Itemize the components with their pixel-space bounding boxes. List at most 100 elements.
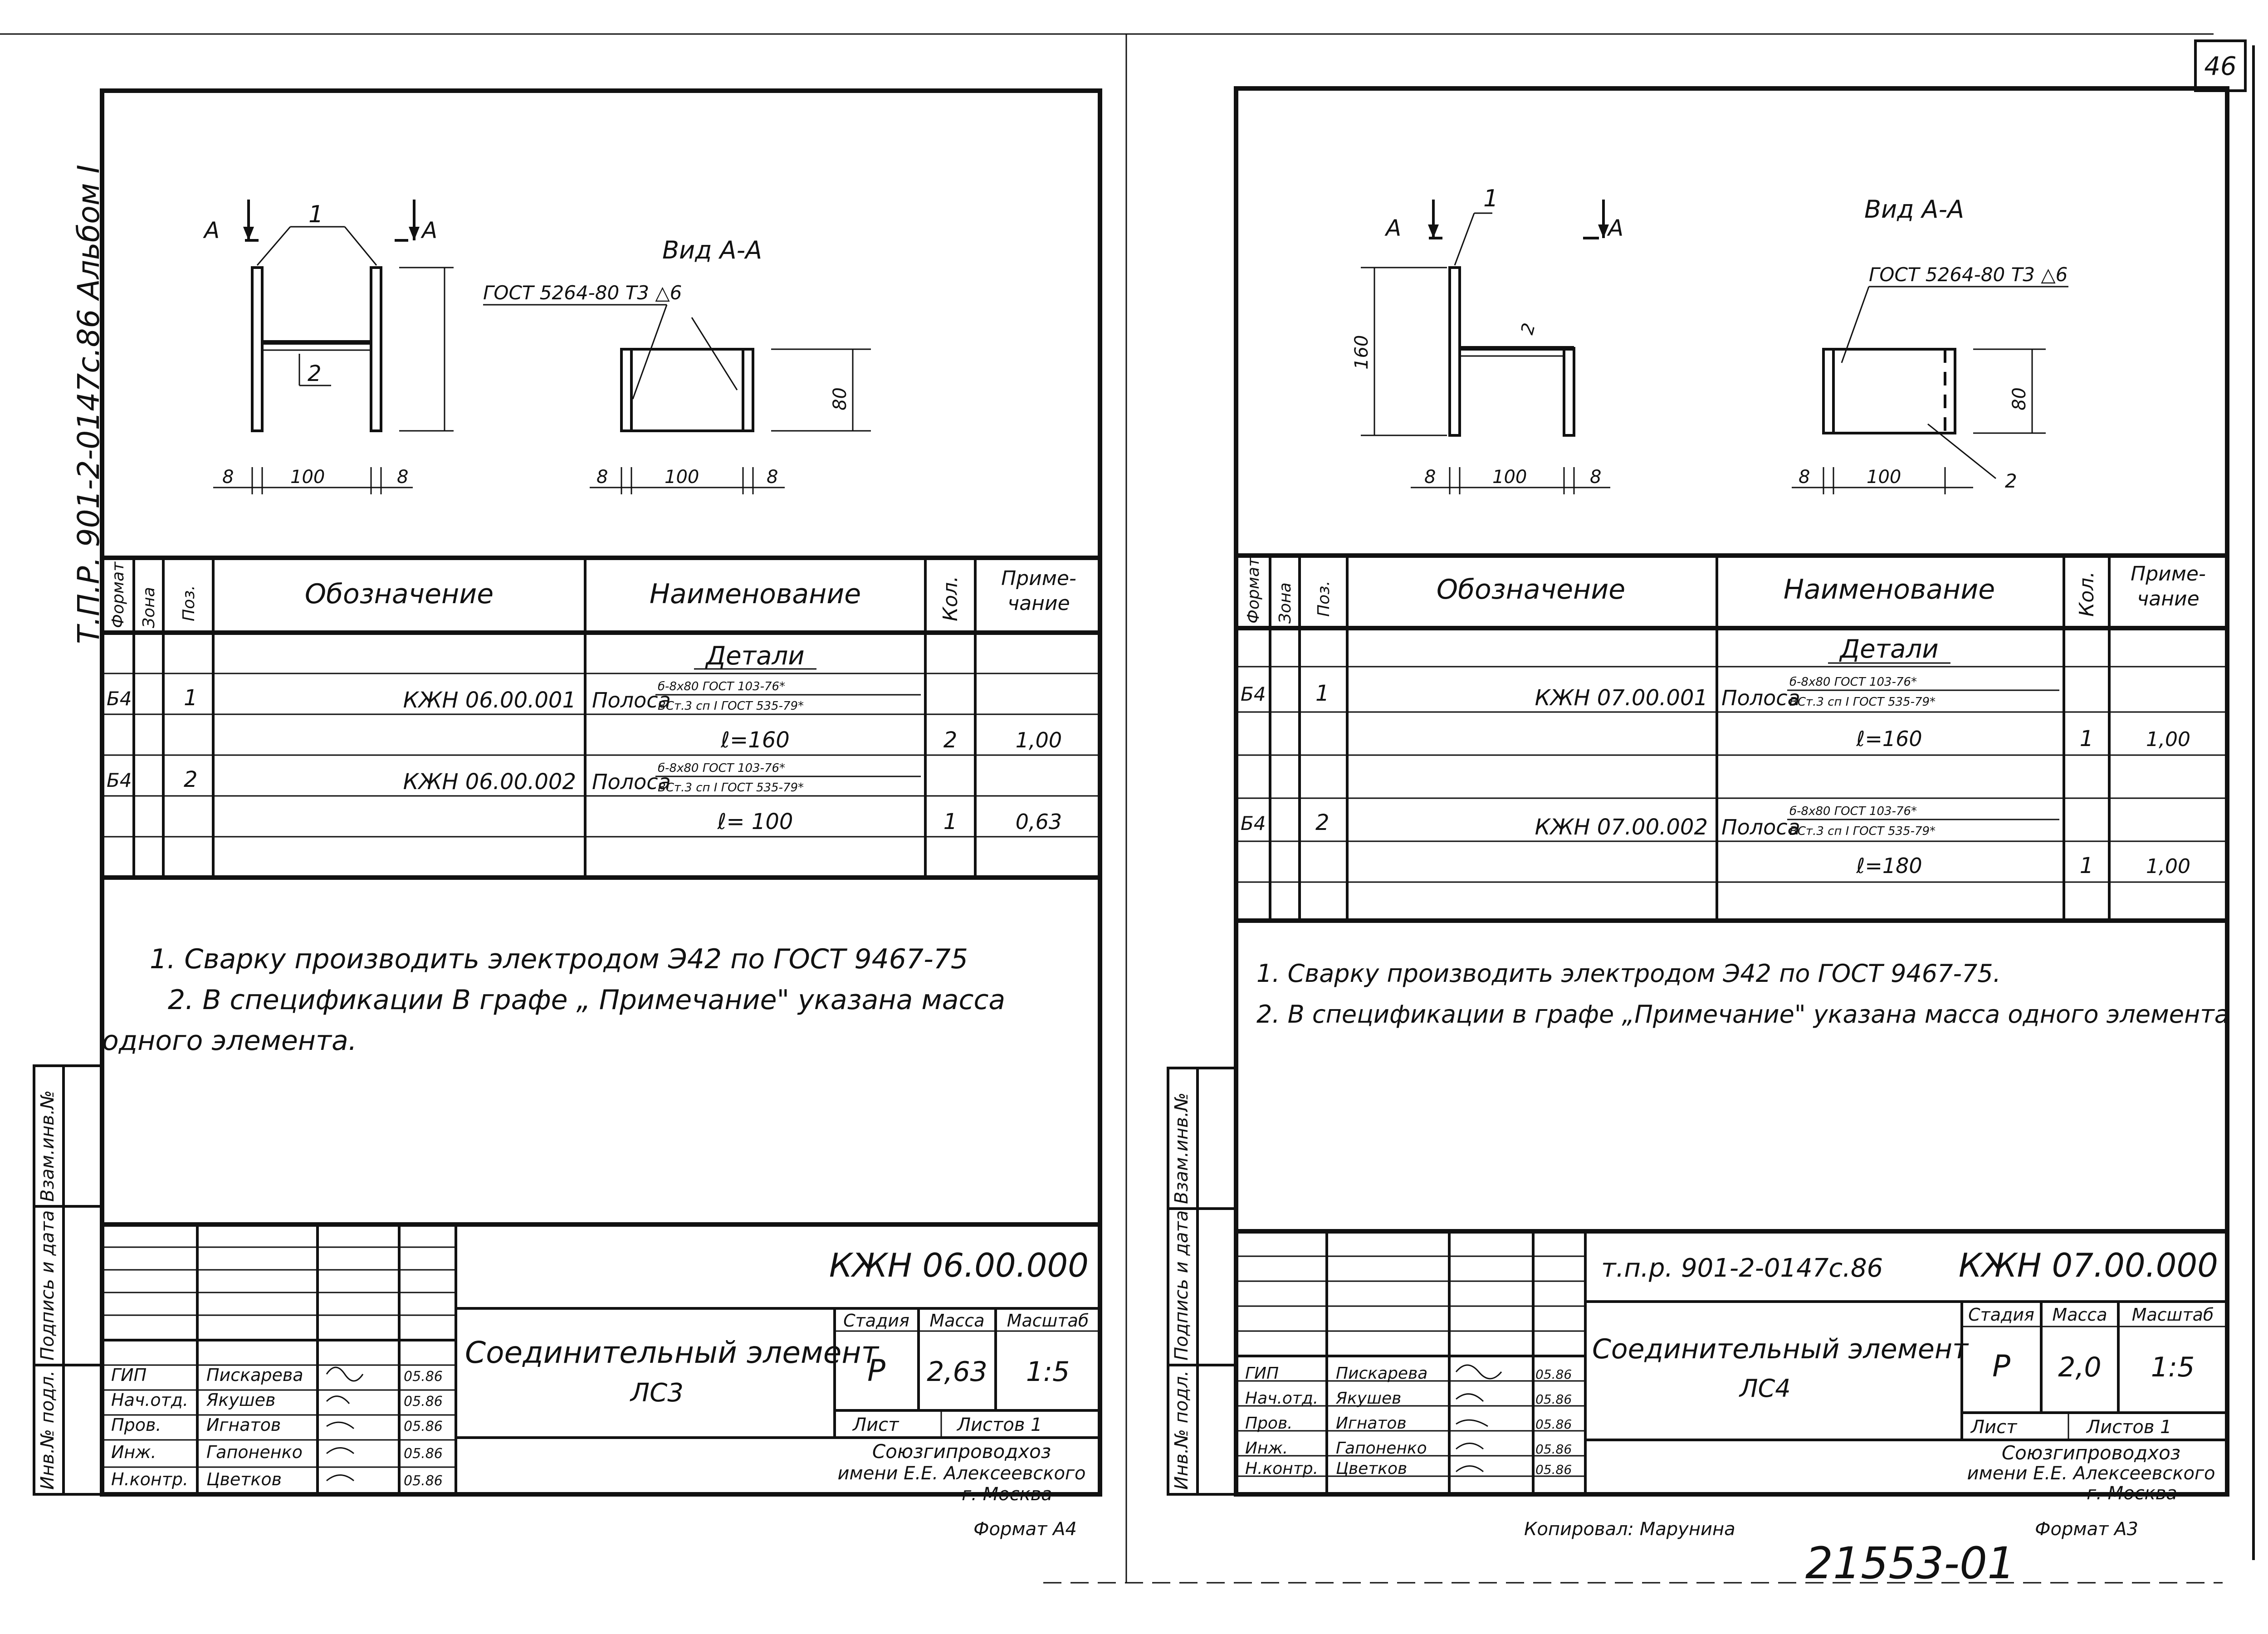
- sheet-2-view-title: Вид А-А: [1864, 195, 1964, 224]
- sheet-2-vzam-inv: Взам.инв.№: [1171, 1093, 1192, 1204]
- sheet-1-view-aa: Вид А-А ГОСТ 5264-80 Т3 △6 80 8 100 8: [483, 236, 871, 494]
- sheet-1-notes: 1. Сварку производить электродом Э42 по …: [102, 943, 1005, 1057]
- sheet-2-note-1: 1. Сварку производить электродом Э42 по …: [1256, 959, 2001, 988]
- sheet-2-lbl-listov: Листов 1: [2086, 1417, 2172, 1438]
- sheet-2-lbl-stadia: Стадия: [1968, 1305, 2034, 1325]
- sheet-2-lbl-list: Лист: [1970, 1417, 2018, 1438]
- sheet-2-dim-8b: 8: [1590, 467, 1601, 488]
- sheet-2-format: Формат А3: [2035, 1519, 2138, 1540]
- sheet-1-hdr-kol: Кол.: [939, 576, 962, 621]
- sheet-1-dim-80: 80: [830, 387, 850, 410]
- sheet-1-stamp-title-2: ЛС3: [630, 1378, 684, 1408]
- sheet-1-row2-frac-top: б-8x80 ГОСТ 103-76*: [658, 761, 785, 775]
- sheet-2-date-0: 05.86: [1535, 1367, 1572, 1382]
- sheet-2-row1-kol: 1: [2080, 726, 2094, 751]
- sheet-2-stamp-tpr: т.п.р. 901-2-0147с.86: [1601, 1254, 1883, 1283]
- sheet-1-role-2: Пров.: [111, 1415, 161, 1435]
- sheet-1-pos1-label: 1: [308, 201, 323, 228]
- sheet-2-row1-oboz: КЖН 07.00.001: [1535, 685, 1708, 711]
- sheet-2-dim-8a: 8: [1424, 467, 1436, 488]
- sheet-2: Взам.инв.№ Подпись и дата Инв.№ подл. 1 …: [1167, 86, 2229, 1589]
- sheet-1-date-4: 05.86: [404, 1473, 443, 1489]
- sheet-2-section-left: А: [1384, 215, 1401, 241]
- sheet-1-section-right: А: [420, 217, 437, 244]
- sheet-2-hdr-naimenovanie: Наименование: [1784, 574, 1995, 605]
- table-row: Б4 1 КЖН 06.00.001 Полоса б-8x80 ГОСТ 10…: [107, 680, 1062, 753]
- sheet-1-row1-prim: 1,00: [1016, 728, 1062, 752]
- sheet-2-view-aa: Вид А-А ГОСТ 5264-80 Т3 △6 2 80 8 100: [1792, 195, 2068, 494]
- sheet-2-org-2: имени Е.Е. Алексеевского: [1967, 1463, 2215, 1484]
- sheet-2-name-4: Цветков: [1336, 1459, 1407, 1478]
- sheet-1-masshtab: 1:5: [1026, 1356, 1070, 1388]
- table-row: Б4 1 КЖН 07.00.001 Полоса б-8x80 ГОСТ 10…: [1241, 675, 2190, 751]
- sheet-1-row1-oboz: КЖН 06.00.001: [403, 688, 576, 713]
- sheet-2-name-1: Якушев: [1335, 1389, 1401, 1408]
- sheet-1-spec-table: Формат Зона Поз. Обозначение Наименовани…: [102, 556, 1100, 880]
- sheet-2-row1-frac-bot: ВСт.3 сп I ГОСТ 535-79*: [1789, 695, 1936, 709]
- sheet-1-hdr-zona: Зона: [140, 587, 158, 628]
- sheet-1-note-3: одного элемента.: [102, 1025, 357, 1057]
- sheet-1-signatures: [326, 1366, 364, 1482]
- sheet-1-name-4: Цветков: [206, 1469, 282, 1489]
- sheet-1-row2-prim: 0,63: [1016, 810, 1062, 834]
- sheet-1-row2-format: Б4: [107, 769, 132, 791]
- sheet-1-name-1: Якушев: [206, 1390, 275, 1410]
- sheet-2-row1-format: Б4: [1241, 683, 1266, 705]
- sheet-1-org-2: имени Е.Е. Алексеевского: [838, 1463, 1086, 1484]
- sheet-1-format: Формат А4: [973, 1519, 1077, 1540]
- sheet-1-vzam-inv: Взам.инв.№: [37, 1090, 58, 1202]
- sheet-2-role-3: Инж.: [1245, 1439, 1288, 1458]
- sheet-2-dim-100: 100: [1492, 467, 1527, 488]
- sheet-1-row1-naim: Полоса: [592, 688, 671, 712]
- sheet-2-org-1: Союзгипроводхоз: [2002, 1442, 2180, 1464]
- sheet-2-row1-length: ℓ=160: [1856, 727, 1922, 751]
- table-row: Б4 2 КЖН 06.00.002 Полоса б-8x80 ГОСТ 10…: [107, 761, 1062, 834]
- sheet-2-role-1: Нач.отд.: [1245, 1389, 1318, 1408]
- sheet-1-weld-note: ГОСТ 5264-80 Т3 △6: [483, 282, 682, 304]
- sheet-1-row2-kol: 1: [943, 809, 958, 834]
- sheet-2-dim-100b: 100: [1867, 467, 1901, 488]
- sheet-1-dim-100b: 100: [665, 467, 699, 488]
- sheet-1-row1-format: Б4: [107, 688, 132, 710]
- sheet-2-stamp-title-1: Соединительный элемент: [1592, 1333, 1969, 1365]
- sheet-1-view-title: Вид А-А: [662, 236, 762, 264]
- sheet-1-note-1: 1. Сварку производить электродом Э42 по …: [150, 943, 968, 975]
- sheet-2-spec-table: Формат Зона Поз. Обозначение Наименовани…: [1236, 553, 2227, 923]
- sheet-1-row2-poz: 2: [184, 767, 198, 792]
- sheet-1-note-2: 2. В спецификации В графе „ Примечание" …: [168, 984, 1005, 1016]
- sheet-1-dim-100: 100: [290, 467, 325, 488]
- sheet-1-massa: 2,63: [927, 1356, 987, 1388]
- sheet-1-row1-frac-top: б-8x80 ГОСТ 103-76*: [658, 680, 785, 693]
- sheet-2-pos2-label: 2: [1517, 321, 1539, 337]
- sheet-1-role-3: Инж.: [111, 1442, 156, 1462]
- sheet-1-date-0: 05.86: [404, 1369, 443, 1385]
- sheet-2-row2-frac-bot: ВСт.3 сп I ГОСТ 535-79*: [1789, 824, 1936, 838]
- sheet-2-note-2: 2. В спецификации в графе „Примечание" у…: [1256, 1000, 2229, 1029]
- sheet-2-dim-8c: 8: [1799, 467, 1810, 488]
- sheet-2-row2-naim: Полоса: [1721, 815, 1800, 839]
- copied-by: Копировал: Марунина: [1524, 1519, 1735, 1540]
- sheet-2-spec-section: Детали: [1838, 634, 1938, 664]
- sheet-2-row2-prim: 1,00: [2146, 855, 2190, 878]
- sheet-2-date-4: 05.86: [1535, 1462, 1572, 1477]
- page-number: 46: [2204, 52, 2236, 81]
- sheet-2-name-2: Игнатов: [1336, 1414, 1407, 1433]
- sheet-1-dim-8b: 8: [397, 467, 408, 488]
- sheet-2-frame: [1234, 86, 2229, 1497]
- sheet-1-side-strip: [33, 1064, 103, 1496]
- sheet-2-title-block: т.п.р. 901-2-0147с.86 КЖН 07.00.000 Соед…: [1236, 1229, 2227, 1540]
- sheet-2-hdr-format: Формат: [1244, 557, 1263, 624]
- sheet-1-pos2-label: 2: [308, 361, 322, 386]
- sheet-2-name-0: Пискарева: [1336, 1364, 1427, 1383]
- sheet-2-role-4: Н.контр.: [1245, 1459, 1318, 1478]
- sheet-1-stadia: Р: [867, 1353, 885, 1388]
- sheet-1-row1-length: ℓ=160: [720, 727, 790, 753]
- sheet-2-row2-kol: 1: [2080, 853, 2094, 878]
- sheet-2-org-3: г. Москва: [2087, 1483, 2177, 1504]
- sheet-2-weld-note: ГОСТ 5264-80 Т3 △6: [1869, 263, 2068, 286]
- sheet-2-stamp-code: КЖН 07.00.000: [1959, 1246, 2218, 1284]
- sheet-1-hdr-prim-2: чание: [1007, 592, 1070, 615]
- sheet-2-stamp-title-2: ЛС4: [1739, 1374, 1791, 1403]
